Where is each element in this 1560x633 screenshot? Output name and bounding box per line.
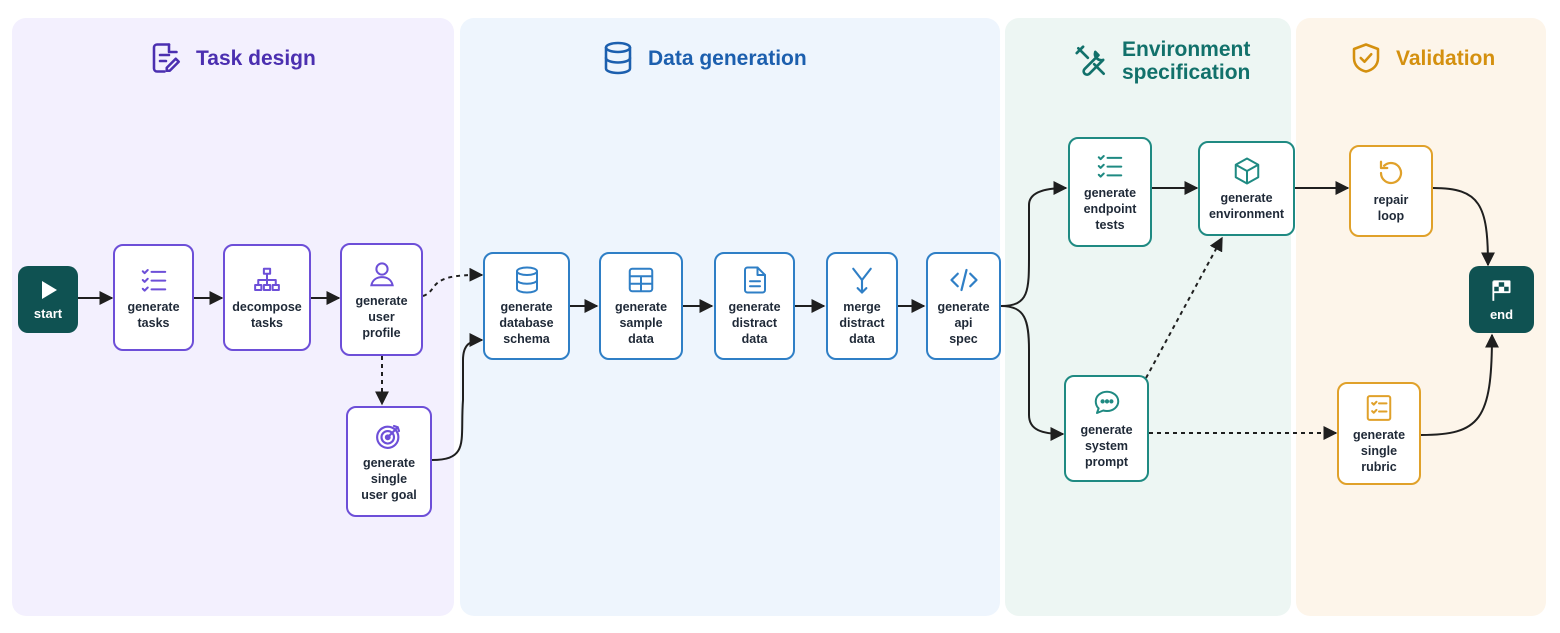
rubric-checklist-icon	[1366, 394, 1392, 421]
refresh-icon	[1379, 160, 1403, 185]
generate-endpoint-tests-node[interactable]: generate endpoint tests	[1068, 137, 1152, 247]
generate-user-profile-label: generate user profile	[355, 293, 408, 340]
section-panel-environment-specification	[1005, 18, 1291, 616]
section-title-data-generation: Data generation	[648, 46, 807, 70]
user-icon	[369, 261, 394, 286]
merge-icon	[852, 267, 872, 294]
generate-database-schema-label: generate database schema	[499, 300, 554, 346]
checklist-icon	[141, 268, 166, 292]
section-header-task-design: Task design	[148, 40, 316, 76]
generate-distract-data-node[interactable]: generate distract data	[714, 252, 795, 360]
generate-sample-data-node[interactable]: generate sample data	[599, 252, 683, 360]
repair-loop-node[interactable]: repair loop	[1349, 145, 1433, 237]
document-icon	[743, 266, 766, 294]
generate-tasks-node[interactable]: generate tasks	[113, 244, 194, 351]
section-title-task-design: Task design	[196, 46, 316, 70]
generate-single-user-goal-label: generate single user goal	[361, 455, 417, 502]
database-icon	[604, 41, 632, 75]
generate-user-profile-node[interactable]: generate user profile	[340, 243, 423, 356]
merge-distract-data-node[interactable]: merge distract data	[826, 252, 898, 360]
repair-loop-label: repair loop	[1373, 193, 1409, 223]
play-icon	[42, 281, 57, 299]
decompose-tasks-label: decompose tasks	[232, 299, 302, 330]
database-icon	[515, 266, 538, 294]
generate-tasks-label: generate tasks	[127, 299, 180, 330]
table-icon	[628, 267, 654, 293]
cube-icon	[1234, 157, 1259, 184]
generate-distract-data-label: generate distract data	[728, 300, 781, 346]
end-label: end	[1489, 307, 1514, 322]
generate-sample-data-label: generate sample data	[614, 300, 668, 346]
generate-system-prompt-node[interactable]: generate system prompt	[1064, 375, 1149, 482]
generate-environment-label: generate environment	[1208, 190, 1284, 221]
merge-distract-data-label: merge distract data	[839, 300, 885, 346]
hierarchy-icon	[254, 267, 280, 291]
generate-api-spec-node[interactable]: generate api spec	[926, 252, 1001, 360]
generate-single-user-goal-node[interactable]: generate single user goal	[346, 406, 432, 517]
generate-single-rubric-label: generate single rubric	[1352, 427, 1406, 474]
section-header-validation: Validation	[1348, 40, 1495, 76]
section-title-validation: Validation	[1396, 46, 1496, 70]
end-node[interactable]: end	[1469, 266, 1534, 333]
chat-bubble-icon	[1094, 390, 1119, 414]
document-edit-icon	[152, 43, 181, 73]
generate-system-prompt-label: generate system prompt	[1080, 422, 1133, 469]
generate-api-spec-label: generate api spec	[937, 300, 990, 346]
start-node[interactable]: start	[18, 266, 78, 333]
shield-check-icon	[1352, 43, 1380, 73]
start-label: start	[33, 306, 63, 321]
generate-endpoint-tests-label: generate endpoint tests	[1083, 186, 1137, 232]
target-icon	[376, 424, 401, 449]
checklist-icon	[1097, 155, 1123, 178]
generate-database-schema-node[interactable]: generate database schema	[483, 252, 570, 360]
section-header-environment-specification: Environment specification	[1072, 38, 1250, 84]
generate-single-rubric-node[interactable]: generate single rubric	[1337, 382, 1421, 485]
code-icon	[949, 268, 978, 292]
section-title-environment-specification: Environment specification	[1122, 38, 1251, 84]
decompose-tasks-node[interactable]: decompose tasks	[223, 244, 311, 351]
generate-environment-node[interactable]: generate environment	[1198, 141, 1295, 236]
section-header-data-generation: Data generation	[600, 40, 807, 76]
checkered-flag-icon	[1491, 280, 1511, 301]
tools-icon	[1075, 45, 1106, 76]
